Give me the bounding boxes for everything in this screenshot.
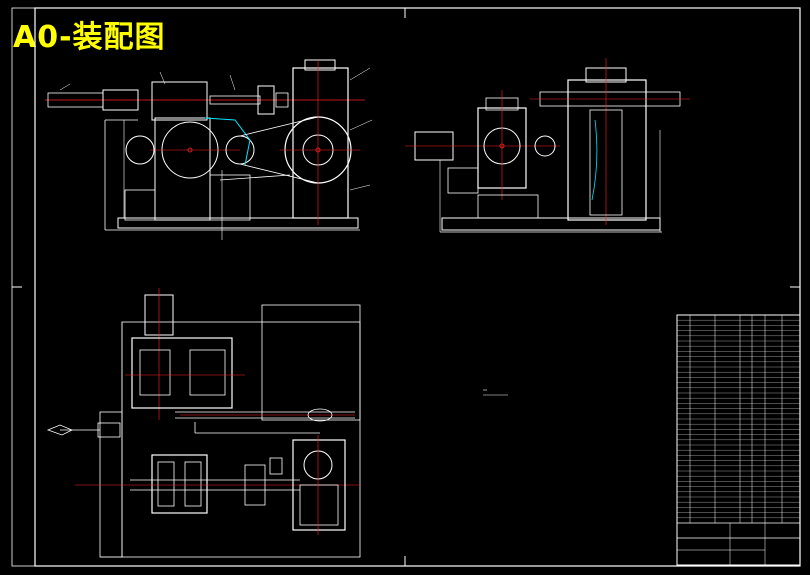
top-view — [46, 288, 361, 558]
sheet-frame — [11, 7, 801, 567]
side-view — [405, 58, 690, 233]
front-view — [45, 59, 373, 240]
drawing-title: A0-装配图 — [13, 20, 166, 55]
center-note — [483, 389, 508, 396]
title-block — [676, 314, 801, 566]
